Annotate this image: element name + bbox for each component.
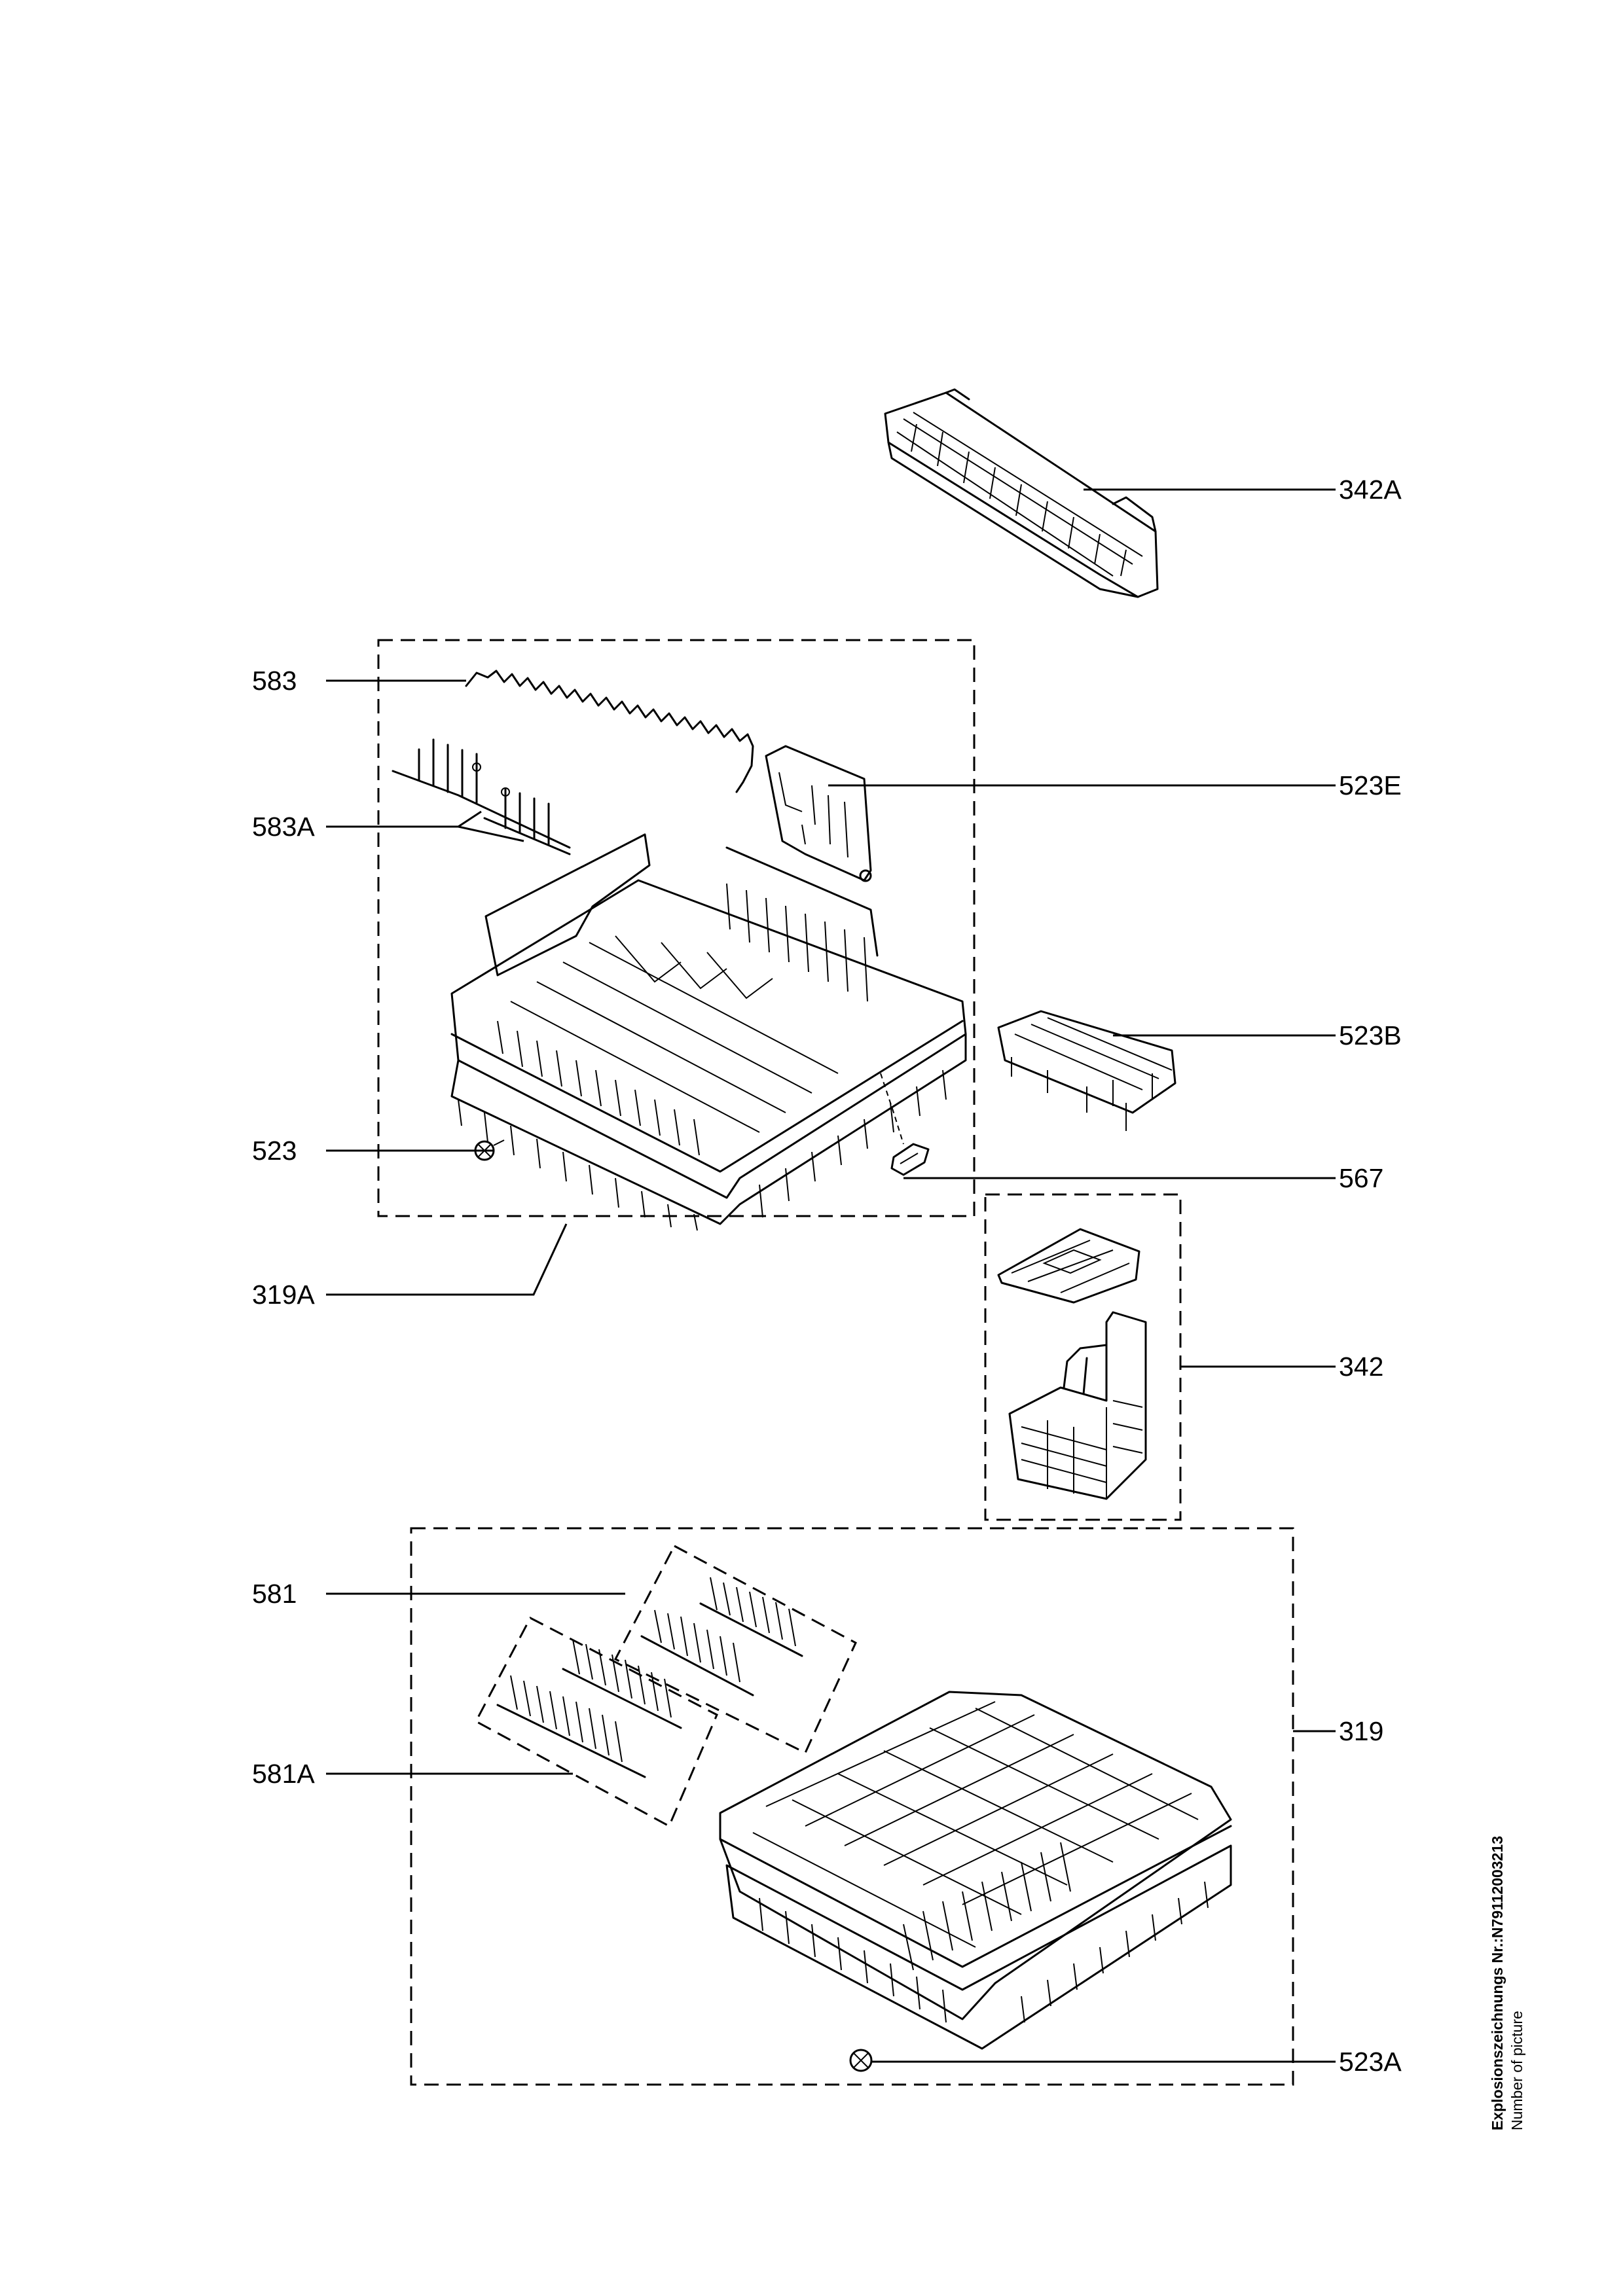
insert-rack-523b — [997, 1010, 1176, 1131]
tine-insert-581a — [496, 1639, 682, 1778]
label-583a: 583A — [252, 812, 315, 842]
upper-basket-319a — [450, 833, 967, 1231]
tine-insert-581 — [640, 1577, 803, 1696]
label-319a: 319A — [252, 1280, 315, 1310]
lower-basket-319 — [719, 1691, 1232, 2050]
label-581a: 581A — [252, 1759, 315, 1789]
drawing-number-text: Explosionszeichnungs Nr.:N7911200321​3 — [1489, 1836, 1506, 2130]
drawing-number-caption: Explosionszeichnungs Nr.:N7911200321​3 N… — [1489, 1836, 1525, 2130]
label-342a: 342A — [1339, 475, 1402, 505]
label-523b: 523B — [1339, 1020, 1402, 1050]
wheel-523a — [849, 2049, 884, 2072]
label-523: 523 — [252, 1136, 297, 1166]
cutlery-basket-group-outline — [984, 1193, 1182, 1521]
tine-insert-581a-outline — [474, 1616, 718, 1828]
clip-plate-523e — [765, 745, 872, 882]
clip-567 — [880, 1073, 930, 1176]
cutlery-basket-342 — [997, 1228, 1147, 1500]
label-567: 567 — [1339, 1163, 1383, 1193]
lower-basket-group-outline — [410, 1527, 1294, 2086]
tine-rows-583a — [392, 738, 571, 855]
wavy-wire-583 — [465, 670, 754, 793]
label-523e: 523E — [1339, 770, 1402, 800]
upper-basket-group-outline — [377, 639, 976, 1217]
drawing-caption-text: Number of picture — [1508, 2011, 1525, 2130]
label-342: 342 — [1339, 1352, 1383, 1382]
label-581: 581 — [252, 1579, 297, 1609]
label-583: 583 — [252, 666, 297, 696]
cutlery-tray-part — [884, 388, 1159, 598]
label-523a: 523A — [1339, 2047, 1402, 2077]
label-319: 319 — [1339, 1716, 1383, 1746]
tine-insert-581-outline — [613, 1544, 857, 1755]
